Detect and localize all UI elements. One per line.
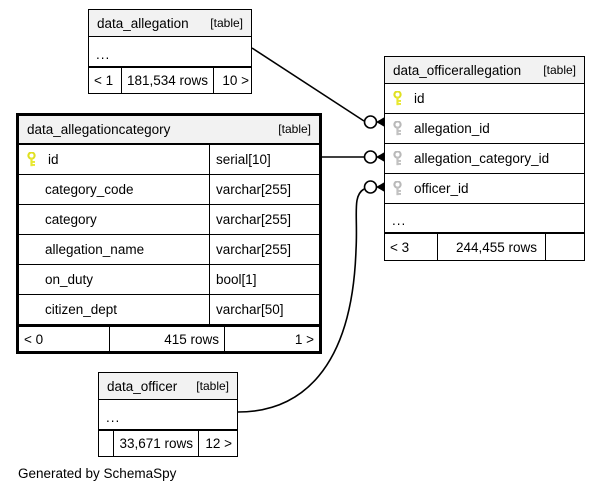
column-cell: id [19,145,209,174]
table-row-column[interactable]: allegation_name varchar[255] [19,235,319,265]
column-cell: allegation_id [385,114,584,143]
footer-parent-count [99,431,114,456]
foreign-key-icon [392,180,411,197]
column-type: varchar[50] [209,295,319,324]
table-title-data-officer: data_officer [table] [99,373,237,400]
footer-row-count: 244,455 rows [438,234,546,260]
column-type: varchar[255] [209,235,319,264]
column-cell: category_code [19,175,209,204]
table-row-column[interactable]: allegation_id [385,114,584,144]
table-title-data-officerallegation: data_officerallegation [table] [385,57,584,84]
footer-child-count: 10 > [222,73,250,88]
table-data-allegation[interactable]: data_allegation [table] ... < 1 181,534 … [88,9,252,94]
table-row-column[interactable]: officer_id [385,174,584,204]
ellipsis-label: ... [392,213,407,228]
table-row-ellipsis: ... [99,400,237,430]
column-name: allegation_category_id [414,151,550,166]
table-row-column[interactable]: id [385,84,584,114]
table-row-ellipsis: ... [89,37,251,67]
table-type-tag: [table] [278,122,311,136]
table-footer-data-officer: 33,671 rows 12 > [99,430,237,456]
column-cell: officer_id [385,174,584,203]
column-name: category [45,212,97,227]
table-row-ellipsis: ... [385,204,584,234]
table-data-officerallegation[interactable]: data_officerallegation [table] id [384,56,585,261]
foreign-key-icon [392,120,411,137]
footer-row-count: 181,534 rows [122,68,215,93]
table-row-column[interactable]: allegation_category_id [385,144,584,174]
footer-row-count: 33,671 rows [114,431,199,456]
table-footer-data-allegationcategory: < 0 415 rows 1 > [19,325,319,351]
table-footer-data-officerallegation: < 3 244,455 rows [385,234,584,260]
footer-parent-count: < 0 [19,327,110,351]
column-name: citizen_dept [45,302,118,317]
table-row-column[interactable]: category varchar[255] [19,205,319,235]
column-name: category_code [45,182,134,197]
table-footer-data-allegation: < 1 181,534 rows 10 > [89,67,251,93]
primary-key-icon [392,90,411,107]
generated-by-caption: Generated by SchemaSpy [18,466,177,481]
column-type: varchar[255] [209,205,319,234]
column-cell: allegation_category_id [385,144,584,173]
table-row-column[interactable]: citizen_dept varchar[50] [19,295,319,325]
table-name: data_allegation [97,15,189,31]
column-type: serial[10] [209,145,319,174]
column-name: allegation_id [414,121,490,136]
table-data-allegationcategory[interactable]: data_allegationcategory [table] id seria… [16,113,322,354]
column-cell: category [19,205,209,234]
column-type: bool[1] [209,265,319,294]
column-cell: on_duty [19,265,209,294]
table-type-tag: [table] [543,62,576,77]
table-type-tag: [table] [196,378,229,393]
column-cell: citizen_dept [19,295,209,324]
footer-child-count [546,234,584,260]
table-name: data_officer [107,378,178,394]
column-name: officer_id [414,181,469,196]
table-row-column[interactable]: category_code varchar[255] [19,175,319,205]
table-name: data_officerallegation [393,62,522,78]
footer-child-count: 12 > [205,436,232,451]
table-title-data-allegationcategory: data_allegationcategory [table] [19,116,319,145]
table-name: data_allegationcategory [27,122,171,137]
table-data-officer[interactable]: data_officer [table] ... 33,671 rows 12 … [98,372,238,457]
footer-parent-count: < 1 [89,68,122,93]
edge-allegationcategory-to-officerallegation [322,149,390,165]
column-name: id [414,91,425,106]
column-name: id [48,152,59,167]
primary-key-icon [26,151,45,168]
ellipsis-label: ... [106,410,121,425]
footer-child-count: 1 > [294,331,314,347]
column-cell: id [385,84,584,113]
column-name: on_duty [45,272,94,287]
table-row-column[interactable]: on_duty bool[1] [19,265,319,295]
table-type-tag: [table] [210,15,243,30]
column-type: varchar[255] [209,175,319,204]
column-cell: allegation_name [19,235,209,264]
ellipsis-label: ... [96,47,111,62]
footer-row-count: 415 rows [110,327,225,351]
foreign-key-icon [392,150,411,167]
column-name: allegation_name [45,242,145,257]
footer-parent-count: < 3 [385,234,438,260]
table-row-column[interactable]: id serial[10] [19,145,319,175]
table-title-data-allegation: data_allegation [table] [89,10,251,37]
